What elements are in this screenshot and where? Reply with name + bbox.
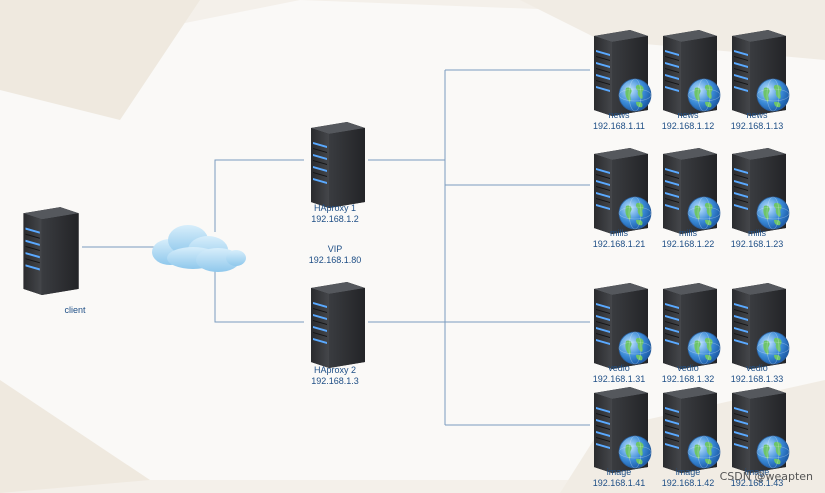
haproxy-1-name: HAproxy 1	[313, 203, 357, 213]
globe-icon	[618, 331, 652, 365]
backend-server-ip: 192.168.1.21	[592, 239, 646, 249]
haproxy-2-name: HAproxy 2	[313, 365, 357, 375]
backend-server-name: image	[744, 467, 770, 477]
backend-server-ip: 192.168.1.31	[592, 374, 646, 384]
server-icon	[311, 282, 365, 368]
globe-icon	[618, 435, 652, 469]
server-icon	[311, 122, 365, 208]
globe-icon	[756, 435, 790, 469]
backend-server-name: vedio	[608, 363, 630, 373]
vip-label: VIP	[327, 244, 343, 254]
backend-server-name: image	[675, 467, 701, 477]
client-label: client	[64, 305, 86, 315]
backend-server-ip: 192.168.1.11	[593, 121, 645, 131]
globe-icon	[687, 78, 721, 112]
watermark: CSDN @weapten	[719, 470, 813, 483]
vip-ip: 192.168.1.80	[308, 255, 362, 265]
backend-server-name: news	[608, 110, 630, 120]
globe-icon	[756, 78, 790, 112]
backend-server-ip: 192.168.1.33	[730, 374, 784, 384]
backend-server-name: image	[606, 467, 632, 477]
backend-server-name: vedio	[677, 363, 699, 373]
cloud-to-haproxy1-line	[214, 159, 304, 232]
globe-icon	[687, 435, 721, 469]
server-icon	[23, 207, 79, 295]
cloud-to-haproxy2-line	[214, 262, 304, 323]
haproxy-2-ip: 192.168.1.3	[311, 376, 359, 386]
backend-server-ip: 192.168.1.32	[661, 374, 715, 384]
haproxy-1-ip: 192.168.1.2	[311, 214, 359, 224]
backend-server-name: mills	[610, 228, 628, 238]
backend-server-ip: 192.168.1.22	[661, 239, 715, 249]
globe-icon	[618, 196, 652, 230]
globe-icon	[756, 331, 790, 365]
backend-server-name: news	[677, 110, 699, 120]
backend-server-ip: 192.168.1.43	[730, 478, 784, 488]
backend-server-name: mills	[748, 228, 766, 238]
backend-server-ip: 192.168.1.13	[730, 121, 784, 131]
backend-server-ip: 192.168.1.42	[661, 478, 715, 488]
cloud-icon	[152, 225, 246, 272]
backend-server-name: mills	[679, 228, 697, 238]
globe-icon	[687, 331, 721, 365]
backend-server-ip: 192.168.1.12	[661, 121, 715, 131]
backend-server-ip: 192.168.1.41	[592, 478, 646, 488]
globe-icon	[687, 196, 721, 230]
backend-server-name: news	[746, 110, 768, 120]
globe-icon	[618, 78, 652, 112]
backend-server-ip: 192.168.1.23	[730, 239, 784, 249]
backend-server-name: vedio	[746, 363, 768, 373]
globe-icon	[756, 196, 790, 230]
